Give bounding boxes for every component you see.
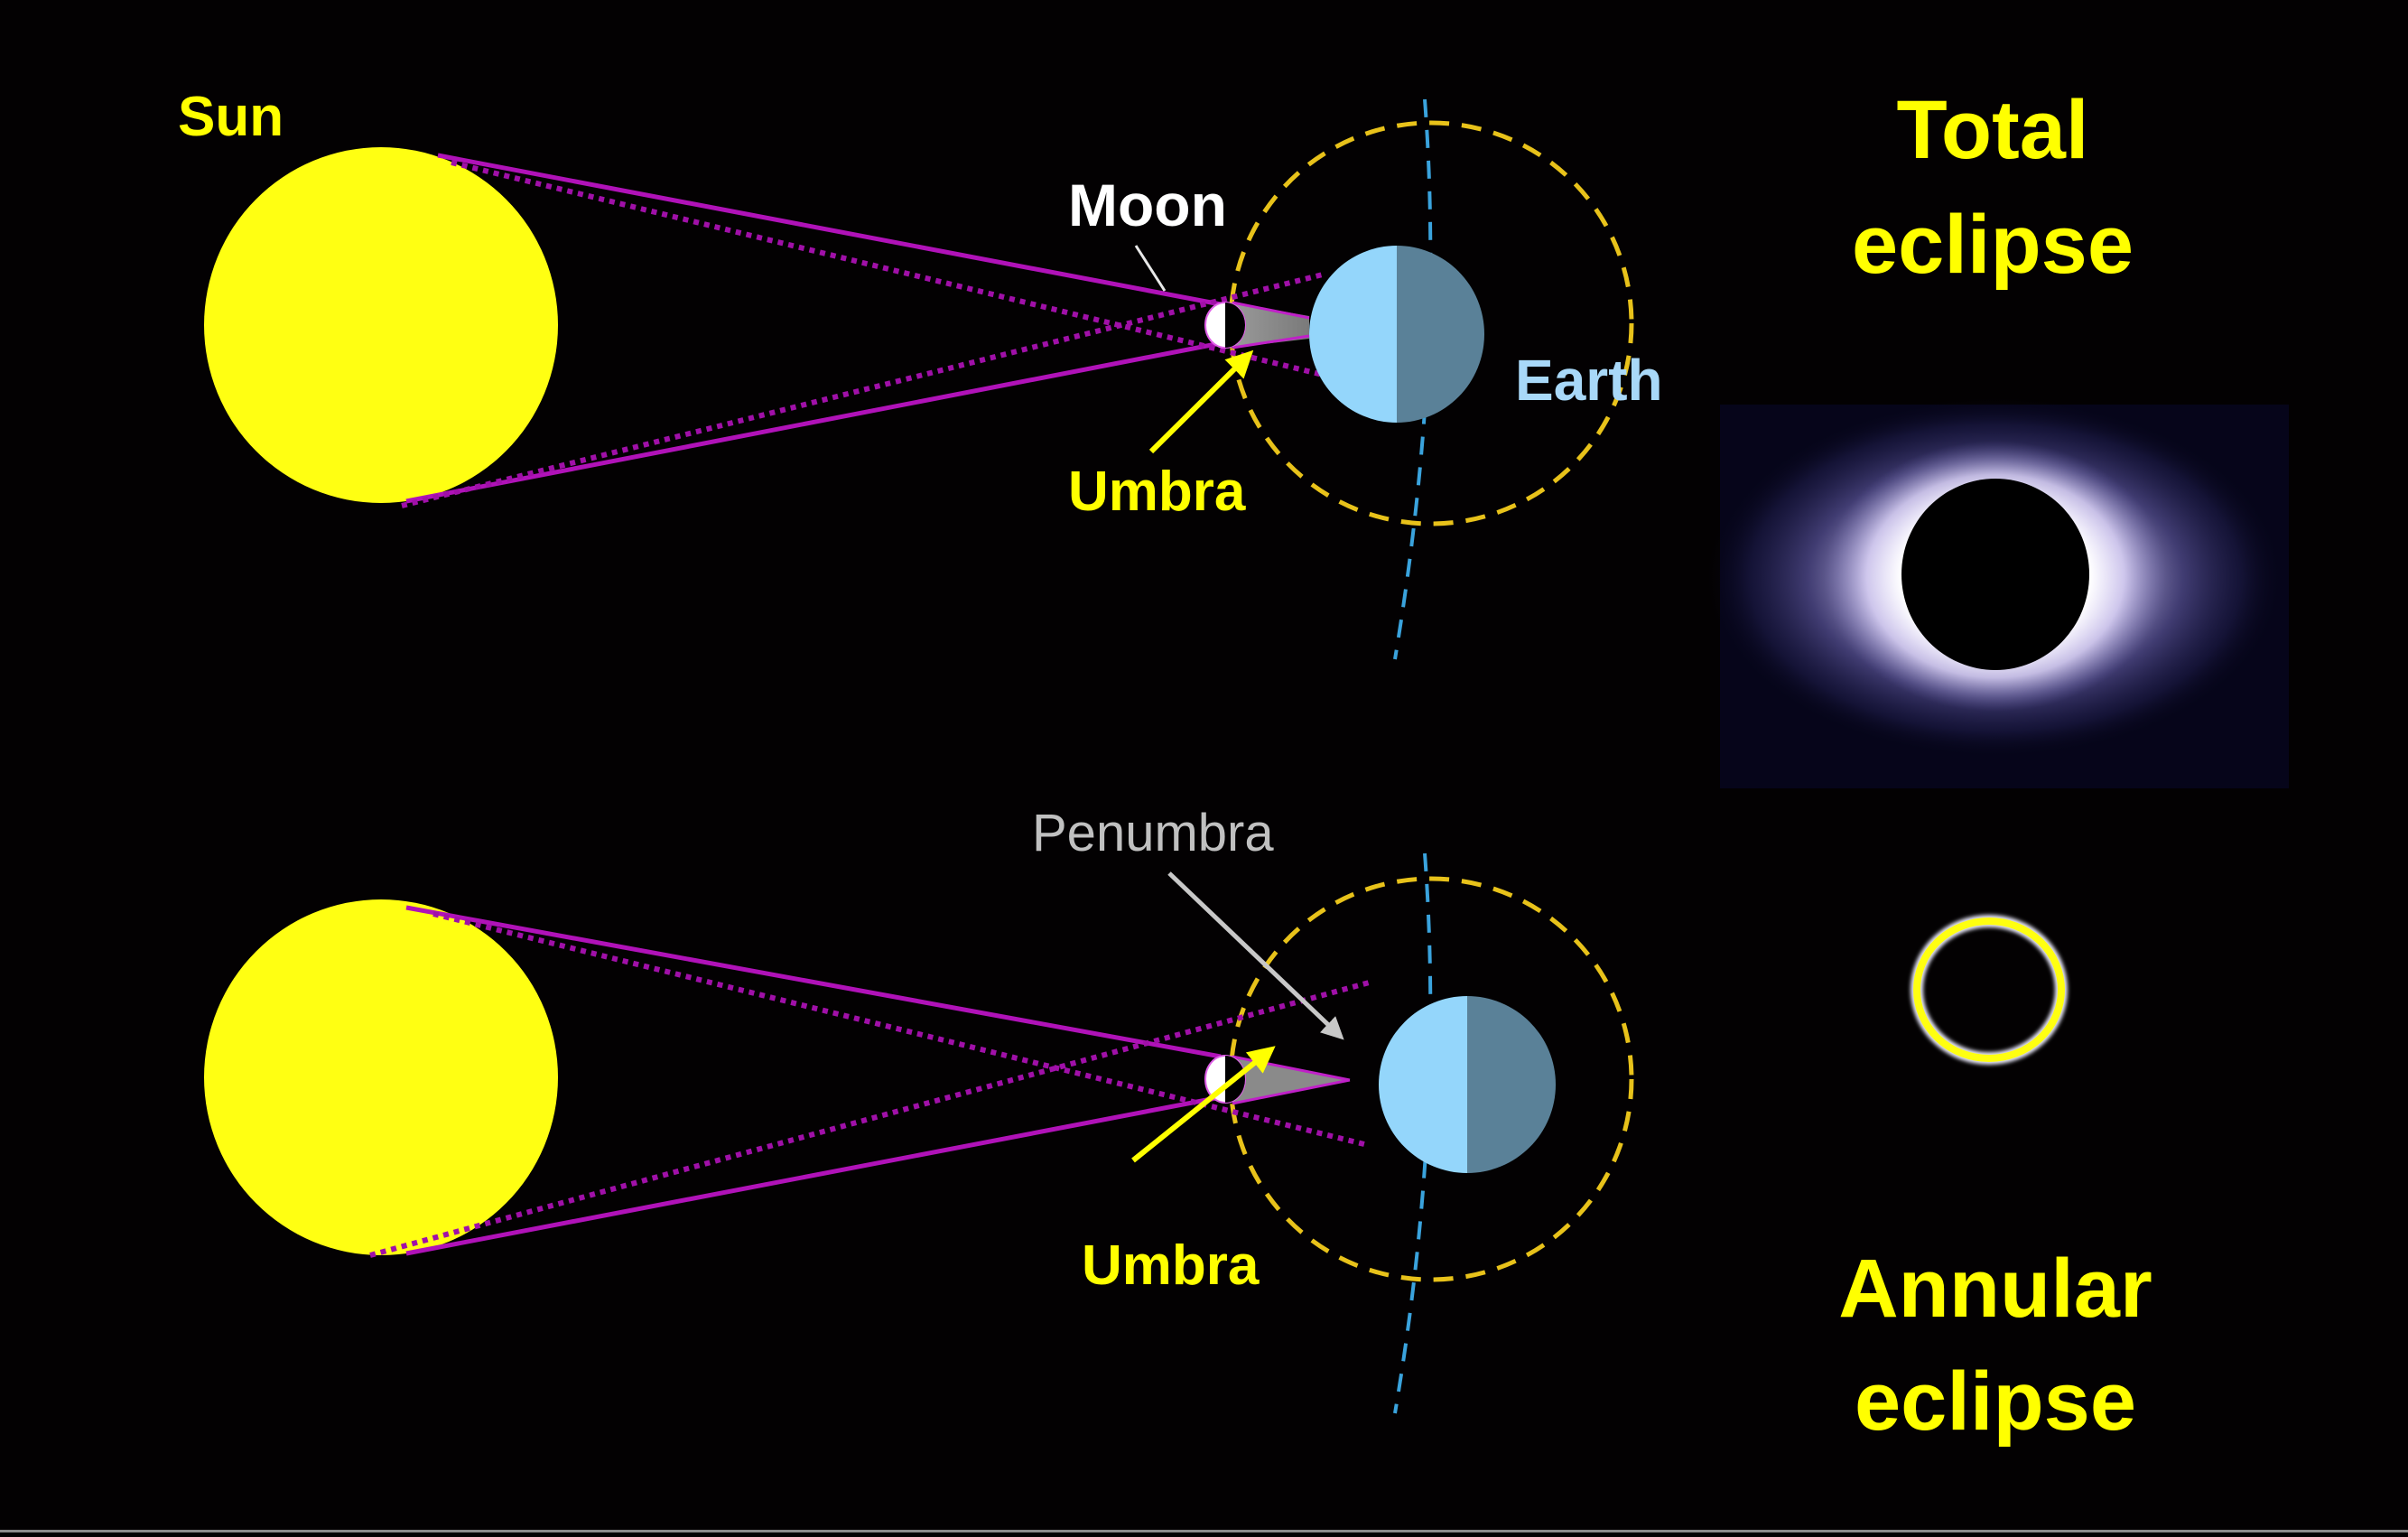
total-eclipse-corona-image: [1706, 397, 2289, 788]
right-panel: Total eclipse Annular eclipse: [1706, 84, 2289, 1448]
total-eclipse-title-line2: eclipse: [1852, 199, 2134, 291]
bottom-panel: Penumbra Umbra: [204, 804, 1634, 1414]
sun-label: Sun: [178, 86, 284, 148]
ray-dotted-upper-cross-bottom: [432, 911, 1369, 1148]
earth-label: Earth: [1515, 348, 1663, 413]
penumbra-label: Penumbra: [1032, 804, 1274, 862]
ray-solid-upper-bottom: [405, 905, 1222, 1059]
annular-eclipse-title-line2: eclipse: [1855, 1355, 2136, 1448]
umbra-arrow: [1148, 349, 1254, 454]
earth-icon-bottom: [1379, 996, 1556, 1173]
earth-axis-dashed-line: [1393, 98, 1433, 660]
bottom-border: [0, 1530, 2408, 1532]
sun-icon-bottom: [204, 899, 558, 1255]
moon-label: Moon: [1068, 172, 1227, 238]
total-eclipse-title-line1: Total: [1897, 84, 2089, 176]
ray-dotted-upper-cross: [451, 160, 1324, 377]
annular-eclipse-ring-image: [1911, 915, 2068, 1065]
ray-solid-upper: [437, 153, 1222, 307]
earth-axis-dashed-line-bottom: [1393, 852, 1433, 1414]
top-panel: Sun Moon Earth Umbra: [178, 86, 1663, 660]
umbra-label-top: Umbra: [1068, 461, 1246, 523]
ray-solid-lower-bottom: [405, 1095, 1222, 1256]
sun-icon: [204, 147, 558, 503]
ray-dotted-lower-cross: [401, 272, 1324, 508]
earth-icon: [1309, 246, 1484, 423]
umbra-label-bottom: Umbra: [1082, 1234, 1260, 1297]
penumbra-arrow: [1167, 871, 1344, 1040]
moon-icon: [1204, 302, 1246, 349]
moon-pointer-line: [1134, 245, 1167, 292]
annular-eclipse-title-line1: Annular: [1838, 1243, 2152, 1335]
ray-solid-lower: [405, 340, 1222, 504]
moon-disk: [1901, 479, 2089, 670]
